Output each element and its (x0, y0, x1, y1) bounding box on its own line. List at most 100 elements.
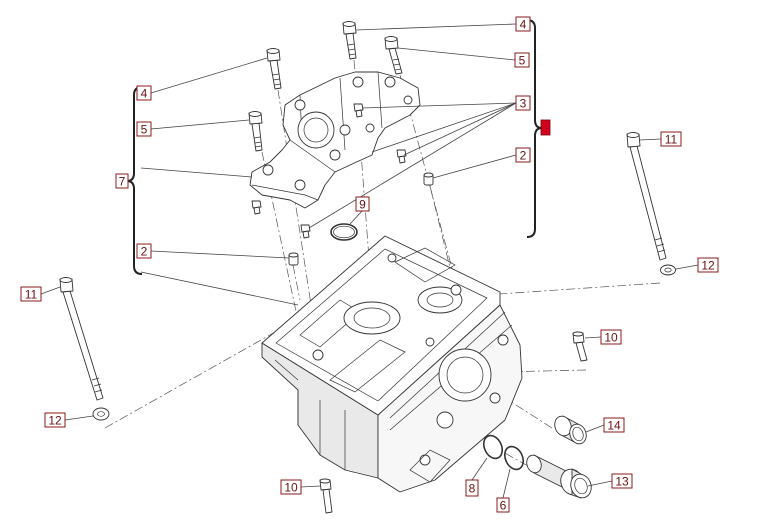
small-screw (353, 103, 364, 118)
leader-line (140, 271, 299, 306)
leader-line (371, 102, 517, 153)
leader-line (349, 210, 363, 225)
cam-cavity-top (394, 247, 456, 283)
carrier-hole (403, 95, 413, 105)
callout-11-left: 11 (20, 286, 42, 302)
callout-13: 13 (611, 473, 633, 489)
head-side-ribs (274, 359, 346, 470)
head-bolt-hole (387, 253, 397, 263)
carrier-hole (339, 124, 351, 136)
leader-line (397, 47, 516, 61)
combustion-bore (343, 301, 401, 335)
callout-2-right: 2 (515, 147, 531, 163)
port-small (436, 411, 454, 429)
leader-line (502, 468, 511, 499)
bolt-top-5 (384, 36, 403, 75)
callout-text: 12 (701, 259, 715, 273)
callout-12-right: 12 (697, 257, 719, 273)
leader-line (40, 286, 61, 295)
callout-text: 8 (469, 482, 476, 496)
callout-text: 5 (141, 123, 148, 137)
leader-line (585, 424, 605, 433)
carrier-body (249, 71, 421, 209)
front-bolt-hole (489, 392, 501, 404)
leader-line (140, 167, 253, 178)
callout-text: 2 (141, 245, 148, 259)
nozzle-13 (526, 454, 592, 499)
bolt-top-4 (342, 21, 357, 60)
callout-9: 9 (355, 196, 370, 212)
carrier-hole (294, 99, 306, 111)
o-ring-6 (503, 445, 525, 471)
leader-line (587, 480, 613, 487)
head-top-rim (275, 248, 488, 402)
carrier-hole (294, 179, 306, 191)
sleeve-14 (554, 415, 587, 445)
callout-14: 14 (603, 417, 625, 433)
o-ring-9 (330, 223, 358, 241)
cylinder-head (261, 235, 523, 493)
leader-line (150, 119, 250, 130)
cam-cavity-bottom (329, 339, 406, 393)
leader-line (675, 264, 699, 270)
head-bolt-hole (425, 337, 435, 347)
centerline-nozzle (502, 451, 529, 467)
carrier-bore-inner (303, 117, 329, 143)
leader-line (308, 102, 517, 229)
carrier-hole (384, 76, 396, 88)
callout-text: 5 (519, 54, 526, 68)
centerline-dowel-left (292, 264, 301, 301)
leader-lines (40, 23, 699, 499)
callout-text: 10 (604, 331, 618, 345)
front-bolt-hole (419, 454, 431, 466)
callout-12-left: 12 (44, 412, 66, 428)
callout-text: 4 (141, 87, 148, 101)
o-ring-8 (482, 434, 504, 460)
carrier-edges (251, 71, 383, 201)
highlight-marker (540, 119, 551, 136)
carrier-hole (352, 76, 364, 88)
callout-3: 3 (515, 95, 531, 111)
leader-line (150, 250, 290, 259)
washer-left-12 (92, 407, 110, 421)
centerline-bolt-left-4 (277, 89, 319, 351)
callout-8: 8 (465, 479, 479, 497)
combustion-bore-inner (353, 307, 391, 329)
small-screw (300, 224, 311, 239)
callout-text: 7 (119, 175, 126, 189)
long-bolt-left-11 (59, 277, 104, 401)
callout-text: 11 (25, 288, 38, 302)
head-bolt-hole (450, 284, 462, 296)
callout-text: 13 (615, 475, 629, 489)
dowel-pin-left (288, 252, 299, 266)
carrier-bore (297, 111, 335, 149)
callout-4-top: 4 (515, 16, 531, 32)
head-front-face (377, 304, 523, 493)
valve-bore-inner (426, 292, 454, 308)
leader-line (403, 102, 517, 156)
callout-4-left: 4 (136, 85, 152, 101)
callout-text: 3 (520, 97, 527, 111)
dowel-pin-right (423, 172, 434, 186)
leader-line (639, 138, 662, 141)
small-screw (251, 200, 262, 215)
head-bolt-hole (312, 349, 324, 361)
exhaust-port (438, 348, 492, 402)
leader-line (64, 415, 94, 421)
centerline-washer-left (104, 317, 301, 429)
bolt-right-10 (572, 331, 588, 362)
valve-bore (417, 286, 463, 314)
leader-line (361, 102, 517, 109)
callout-2-left: 2 (136, 243, 152, 259)
leader-line (432, 154, 517, 179)
callout-text: 4 (520, 18, 527, 32)
leader-line (300, 485, 321, 488)
bolt-left-4 (266, 48, 282, 90)
leader-line (150, 57, 268, 94)
callout-5-left: 5 (136, 121, 152, 137)
camshaft-carrier (249, 71, 421, 209)
callout-text: 6 (500, 499, 507, 513)
callout-10-right: 10 (600, 329, 622, 345)
